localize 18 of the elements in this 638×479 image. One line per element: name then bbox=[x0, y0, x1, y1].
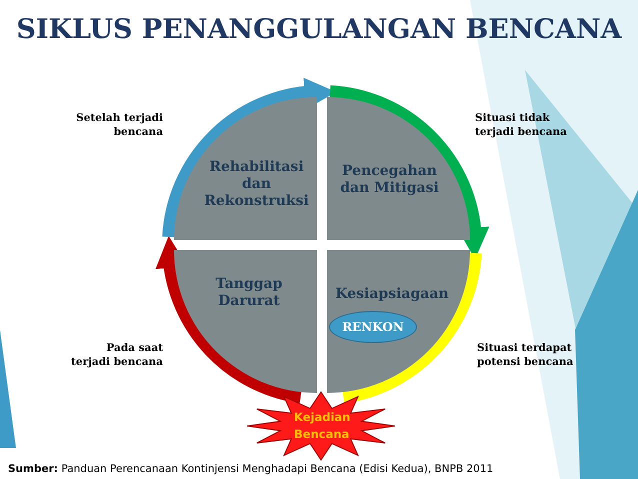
quadrant-segment bbox=[174, 97, 317, 240]
phase-note: Pada saat terjadi bencana bbox=[70, 341, 163, 369]
segment-label: Rehabilitasi dan Rekonstruksi bbox=[204, 159, 309, 210]
quadrant-segment bbox=[327, 250, 470, 393]
phase-note: Setelah terjadi bencana bbox=[75, 111, 163, 139]
star-label: Kejadian Bencana bbox=[294, 409, 348, 443]
explosion-star bbox=[246, 391, 396, 461]
badge-label: RENKON bbox=[342, 320, 404, 334]
segment-label: Kesiapsiagaan bbox=[334, 286, 450, 303]
phase-note: Situasi tidak terjadi bencana bbox=[475, 111, 568, 139]
quadrant-segment bbox=[327, 97, 470, 240]
segment-label: Tanggap Darurat bbox=[214, 276, 284, 310]
quadrant-segment bbox=[174, 250, 317, 393]
cycle-arrow bbox=[156, 236, 302, 404]
source-caption: Sumber: Panduan Perencanaan Kontinjensi Menghadapi Bencana (Edisi Kedua), BNPB 2011 bbox=[8, 463, 494, 475]
title: SIKLUS PENANGGULANGAN BENCANA bbox=[15, 14, 623, 45]
segment-label: Pencegahan dan Mitigasi bbox=[339, 163, 440, 197]
phase-note: Situasi terdapat potensi bencana bbox=[477, 341, 574, 369]
